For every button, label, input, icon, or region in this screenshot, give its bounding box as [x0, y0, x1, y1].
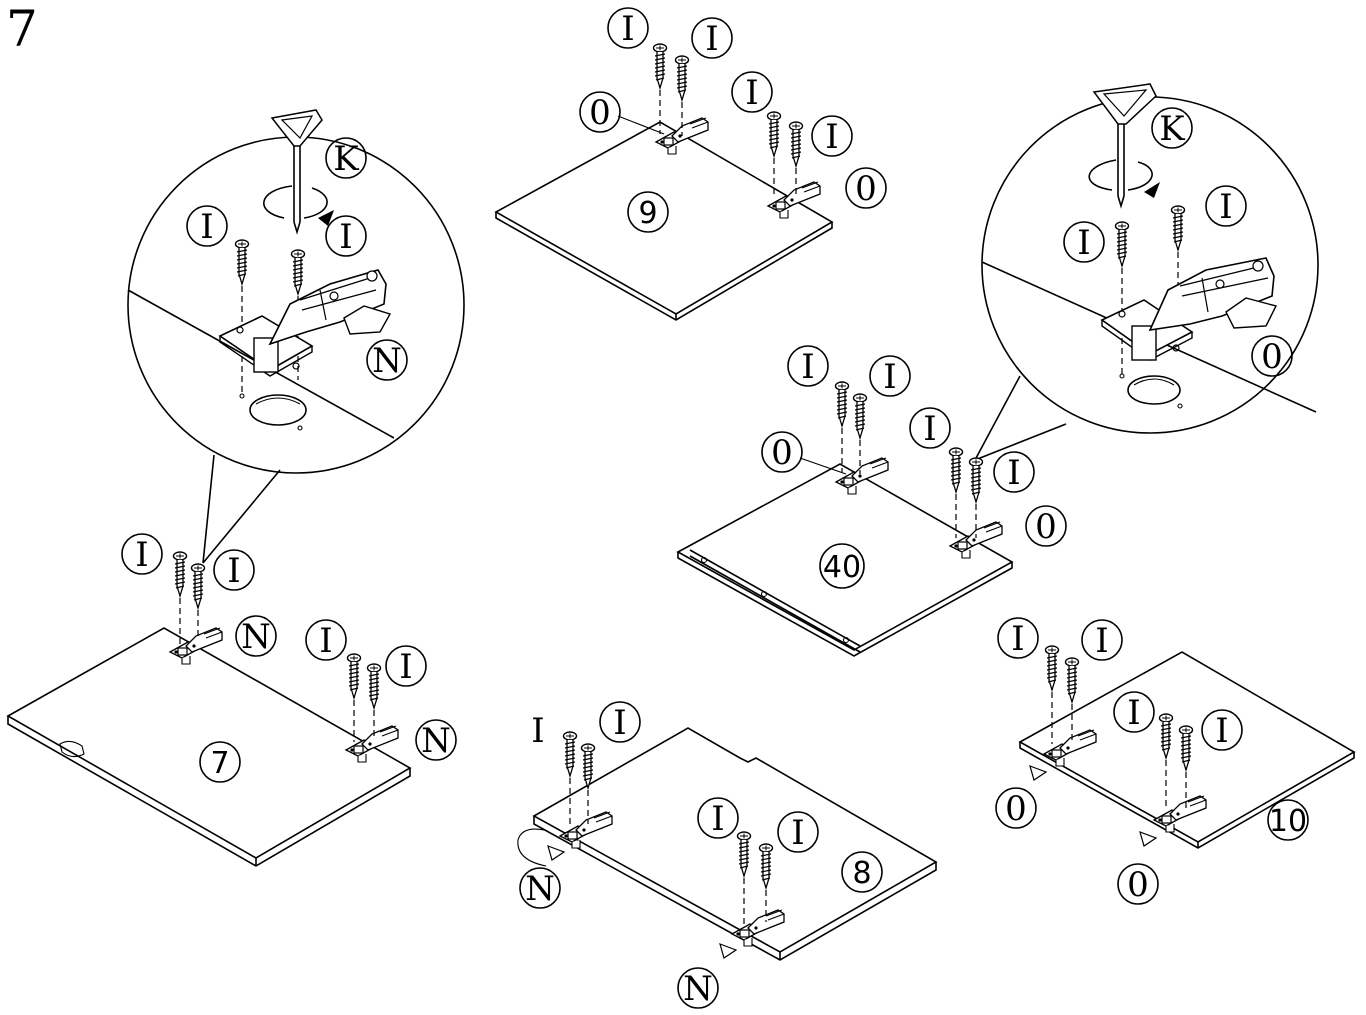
label-screw: I [1219, 187, 1232, 227]
screw-icon [1170, 205, 1186, 251]
label-hinge: N [525, 869, 555, 909]
label-hinge: 0 [771, 433, 793, 473]
label-hinge: N [241, 617, 271, 657]
label-screw: I [1095, 621, 1108, 661]
panel-number: 10 [1269, 804, 1307, 839]
right-detail-labels: K I I 0 [1063, 107, 1293, 377]
label-hinge: 0 [1127, 865, 1149, 905]
screw-icon [366, 663, 382, 709]
screwdriver-icon [270, 109, 323, 235]
screw-icon [834, 381, 850, 427]
panel-number: 8 [852, 856, 871, 891]
left-detail-circle [127, 109, 465, 564]
hinge-icon [1100, 257, 1278, 361]
screwdriver-icon [1092, 83, 1157, 209]
screw-icon [1114, 221, 1130, 267]
label-screw: I [1077, 223, 1090, 263]
label-screw: I [339, 217, 352, 257]
label-screw: I [825, 117, 838, 157]
rotation-arrow-icon [1088, 159, 1160, 198]
label-screw: I [791, 813, 804, 853]
label-screw: I [711, 799, 724, 839]
label-hinge: N [421, 721, 451, 761]
screw-icon [290, 249, 306, 295]
screw-icon [852, 393, 868, 439]
hinge-icon [218, 269, 392, 377]
label-hinge: 0 [1035, 507, 1057, 547]
screw-icon [788, 121, 804, 167]
label-screw: I [613, 703, 626, 743]
screw-icon [1064, 657, 1080, 703]
label-screw: I [531, 711, 544, 751]
label-screw: I [200, 207, 213, 247]
label-hinge: 0 [855, 169, 877, 209]
label-screw: I [801, 347, 814, 387]
label-screw: I [745, 73, 758, 113]
screw-icon [346, 653, 362, 699]
step-number: 7 [6, 0, 38, 58]
label-screw: I [705, 19, 718, 59]
screw-icon [190, 563, 206, 609]
label-screw: I [1007, 453, 1020, 493]
label-hinge: 0 [589, 93, 611, 133]
panel-8-assembly [517, 727, 938, 961]
screw-icon [948, 447, 964, 493]
panel-9-labels: I I I I 0 0 9 [579, 7, 887, 233]
label-screw: I [621, 9, 634, 49]
label-screw: I [1215, 711, 1228, 751]
screw-icon [172, 551, 188, 597]
rotation-arrow-icon [263, 185, 334, 226]
label-screw: I [135, 535, 148, 575]
panel-7-assembly [6, 551, 412, 867]
label-screw: I [1127, 693, 1140, 733]
label-screw: I [1011, 619, 1024, 659]
panel-number: 9 [638, 196, 657, 231]
label-hinge: N [683, 969, 713, 1009]
label-screw: I [319, 621, 332, 661]
panel-number: 40 [823, 550, 861, 585]
label-screwdriver: K [1159, 109, 1185, 149]
panel-40-labels: I I I I 0 0 40 [761, 345, 1067, 589]
screw-icon [1044, 645, 1060, 691]
panel-10-labels: I I I I 0 0 10 [995, 617, 1309, 905]
left-detail-labels: K I I N [186, 137, 408, 381]
panel-7-labels: I I N I I N 7 [121, 533, 457, 783]
label-screw: I [399, 647, 412, 687]
label-screw: I [227, 551, 240, 591]
screw-icon [652, 43, 668, 89]
label-hinge: 0 [1261, 337, 1283, 377]
screw-icon [674, 55, 690, 101]
right-detail-circle [974, 83, 1319, 461]
screw-icon [562, 731, 578, 777]
label-hinge: 0 [1005, 789, 1027, 829]
panel-9-assembly [494, 43, 834, 321]
label-screw: I [883, 357, 896, 397]
screw-icon [580, 743, 596, 789]
label-screwdriver: K [333, 139, 359, 179]
panel-8-labels: I I I I N N 8 [519, 701, 883, 1009]
panel-number: 7 [210, 746, 229, 781]
screw-icon [766, 111, 782, 157]
screw-icon [968, 457, 984, 503]
screw-icon [234, 239, 250, 285]
panel-40-assembly [676, 381, 1014, 657]
label-hinge: N [372, 341, 402, 381]
label-screw: I [923, 409, 936, 449]
panel-10-assembly [1018, 645, 1356, 849]
